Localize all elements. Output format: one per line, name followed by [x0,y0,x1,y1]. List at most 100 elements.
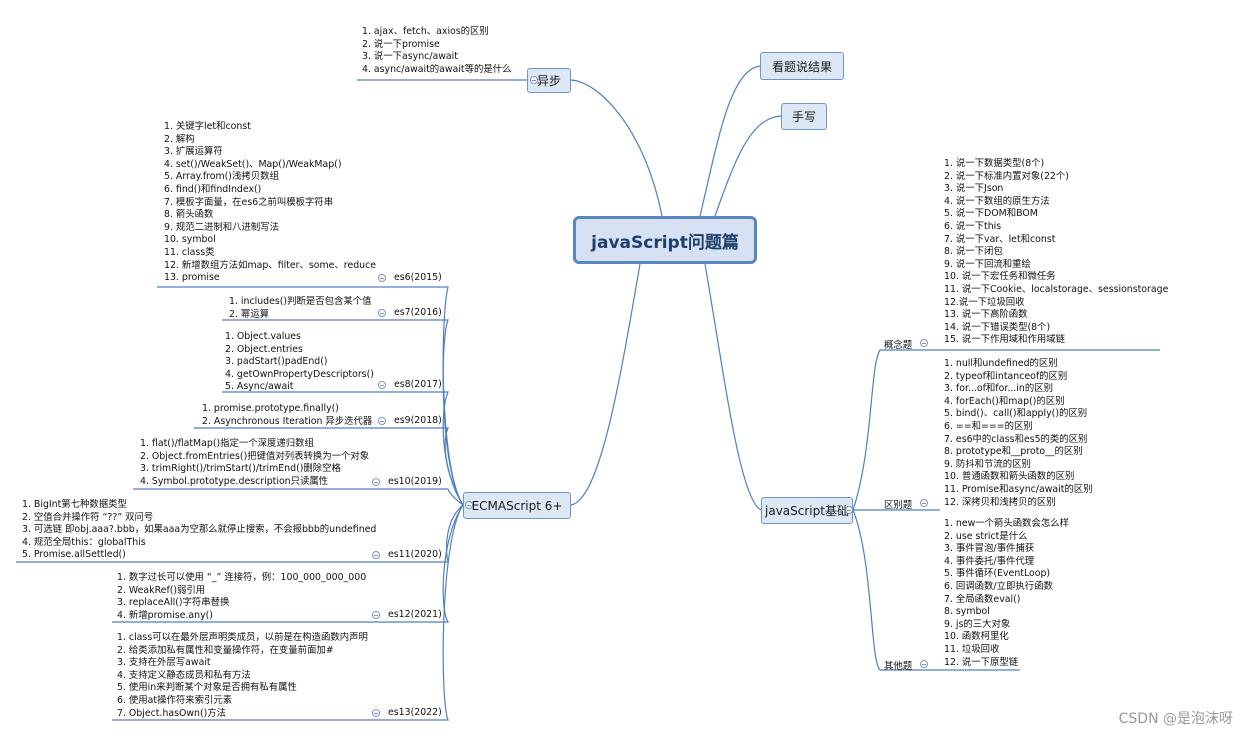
label-es8: es8(2017) [394,379,442,390]
es13-item-list: 1. class可以在最外层声明类成员，以前是在构造函数内声明 2. 给类添加私… [117,632,368,720]
topic-handwrite[interactable]: 手写 [781,103,827,130]
list-item: 3. for...of和for...in的区别 [944,383,1053,395]
list-item: 14. 说一下错误类型(8个) [944,321,1051,333]
list-item: 3. 可选链 即obj.aaa?.bbb，如果aaa为空那么就停止搜索，不会报b… [22,524,377,536]
es6-item-list: 1. 关键字let和const 2. 解构 3. 扩展运算符 4. set()/… [164,121,376,285]
topic-ecmascript[interactable]: ECMAScript 6+ [463,492,571,519]
list-item: 9. 规范二进制和八进制写法 [164,221,280,233]
list-item: 11. class类 [164,246,215,258]
collapse-toggle-es7[interactable] [378,309,386,317]
label-es6: es6(2015) [394,272,442,283]
list-item: 11. 说一下Cookie、localstorage、sessionstorag… [944,283,1169,295]
collapse-toggle-js-basics[interactable] [845,506,853,514]
list-item: 13. promise [164,272,220,284]
collapse-toggle-es13[interactable] [372,709,380,717]
list-item: 2. 空值合并操作符 “??” 双问号 [22,511,154,523]
list-item: 11. Promise和async/await的区别 [944,483,1093,495]
label-other: 其他题 [884,661,913,672]
list-item: 1. class可以在最外层声明类成员，以前是在构造函数内声明 [117,632,368,643]
collapse-toggle-es12[interactable] [372,611,380,619]
list-item: 5. Async/await [225,381,294,393]
collapse-toggle-difference[interactable] [920,499,928,507]
list-item: 3. replaceAll()字符串替换 [117,597,230,609]
list-item: 5. Array.from()浅拷贝数组 [164,171,279,183]
es10-item-list: 1. flat()/flatMap()指定一个深度递归数组 2. Object.… [140,438,369,488]
collapse-toggle-es10[interactable] [372,478,380,486]
list-item: 4. 事件委托/事件代理 [944,555,1035,567]
list-item: 1. 关键字let和const [164,121,251,132]
watermark: CSDN @是泡沫呀 [1118,711,1233,727]
list-item: 10. 函数柯里化 [944,631,1009,643]
collapse-toggle-async[interactable] [530,76,538,84]
list-item: 5. bind()、call()和apply()的区别 [944,408,1088,420]
list-item: 10. symbol [164,234,216,246]
list-item: 4. 说一下数组的原生方法 [944,195,1050,207]
es12-item-list: 1. 数字过长可以使用 “_” 连接符，例：100_000_000_000 2.… [117,572,366,622]
async-item-list: 1. ajax、fetch、axios的区别 2. 说一下promise 3. … [362,26,511,76]
list-item: 7. 说一下var、let和const [944,233,1056,245]
list-item: 6. 回调函数/立即执行函数 [944,580,1053,592]
list-item: 4. 新增promise.any() [117,609,213,621]
label-es12: es12(2021) [388,609,442,620]
list-item: 3. 说一下async/await [362,51,458,63]
list-item: 2. WeakRef()弱引用 [117,584,206,596]
list-item: 3. 事件冒泡/事件捕获 [944,543,1035,555]
list-item: 4. set()/WeakSet()、Map()/WeakMap() [164,158,342,170]
collapse-toggle-es8[interactable] [378,381,386,389]
collapse-toggle-ecmascript[interactable] [465,501,473,509]
list-item: 5. 说一下DOM和BOM [944,208,1038,220]
list-item: 2. use strict是什么 [944,530,1028,542]
collapse-toggle-es6[interactable] [378,274,386,282]
list-item: 8. prototype和__proto__的区别 [944,446,1083,458]
list-item: 2. Asynchronous Iteration 异步迭代器 [202,415,373,427]
list-item: 2. typeof和intanceof的区别 [944,370,1068,382]
topic-read-code[interactable]: 看题说结果 [760,52,844,80]
es9-item-list: 1. promise.prototype.finally() 2. Asynch… [202,403,372,428]
collapse-toggle-es11[interactable] [372,551,380,559]
list-item: 3. trimRight()/trimStart()/trimEnd()删除空格 [140,463,341,475]
list-item: 3. 扩展运算符 [164,146,223,158]
list-item: 12. 深拷贝和浅拷贝的区别 [944,496,1056,508]
collapse-toggle-concept[interactable] [920,339,928,347]
list-item: 1. Object.values [225,331,301,342]
list-item: 6. find()和findIndex() [164,183,262,195]
list-item: 4. async/await的await等的是什么 [362,63,512,75]
central-topic[interactable]: javaScript问题篇 [573,216,757,264]
list-item: 1. 说一下数据类型(8个) [944,158,1045,169]
list-item: 2. 给类添加私有属性和变量操作符，在变量前面加# [117,644,334,656]
es7-item-list: 1. includes()判断是否包含某个值 2. 幂运算 [229,296,371,321]
list-item: 1. flat()/flatMap()指定一个深度递归数组 [140,438,314,449]
list-item: 2. Object.entries [225,343,303,355]
label-difference: 区别题 [884,500,913,511]
list-item: 10. 普通函数和箭头函数的区别 [944,471,1075,483]
list-item: 1. ajax、fetch、axios的区别 [362,26,489,37]
collapse-toggle-other[interactable] [920,660,928,668]
label-es13: es13(2022) [388,707,442,718]
list-item: 8. symbol [944,606,990,618]
collapse-toggle-es9[interactable] [378,417,386,425]
list-item: 7. Object.hasOwn()方法 [117,707,227,719]
list-item: 12. 说一下原型链 [944,656,1019,668]
list-item: 2. 解构 [164,133,195,145]
list-item: 1. null和undefined的区别 [944,358,1058,369]
list-item: 3. 说一下Json [944,183,1004,195]
list-item: 12.说一下垃圾回收 [944,296,1025,308]
list-item: 4. forEach()和map()的区别 [944,395,1065,407]
list-item: 6. ==和===的区别 [944,420,1033,432]
list-item: 7. 全局函数eval() [944,593,1021,605]
list-item: 5. Promise.allSettled() [22,549,126,561]
concept-item-list: 1. 说一下数据类型(8个) 2. 说一下标准内置对象(22个) 3. 说一下J… [944,158,1168,347]
list-item: 4. 规范全局this：globalThis [22,536,146,548]
list-item: 9. 说一下回流和重绘 [944,258,1031,270]
list-item: 3. padStart()padEnd() [225,356,328,368]
list-item: 2. 说一下标准内置对象(22个) [944,170,1069,182]
list-item: 2. 说一下promise [362,38,440,50]
list-item: 1. 数字过长可以使用 “_” 连接符，例：100_000_000_000 [117,572,367,583]
list-item: 1. promise.prototype.finally() [202,403,339,414]
list-item: 5. 事件循环(EventLoop) [944,568,1051,580]
label-concept: 概念题 [884,340,913,351]
es8-item-list: 1. Object.values 2. Object.entries 3. pa… [225,331,374,394]
list-item: 5. 使用in来判断某个对象是否拥有私有属性 [117,682,297,694]
topic-js-basics[interactable]: javaScript基础 [761,497,853,524]
